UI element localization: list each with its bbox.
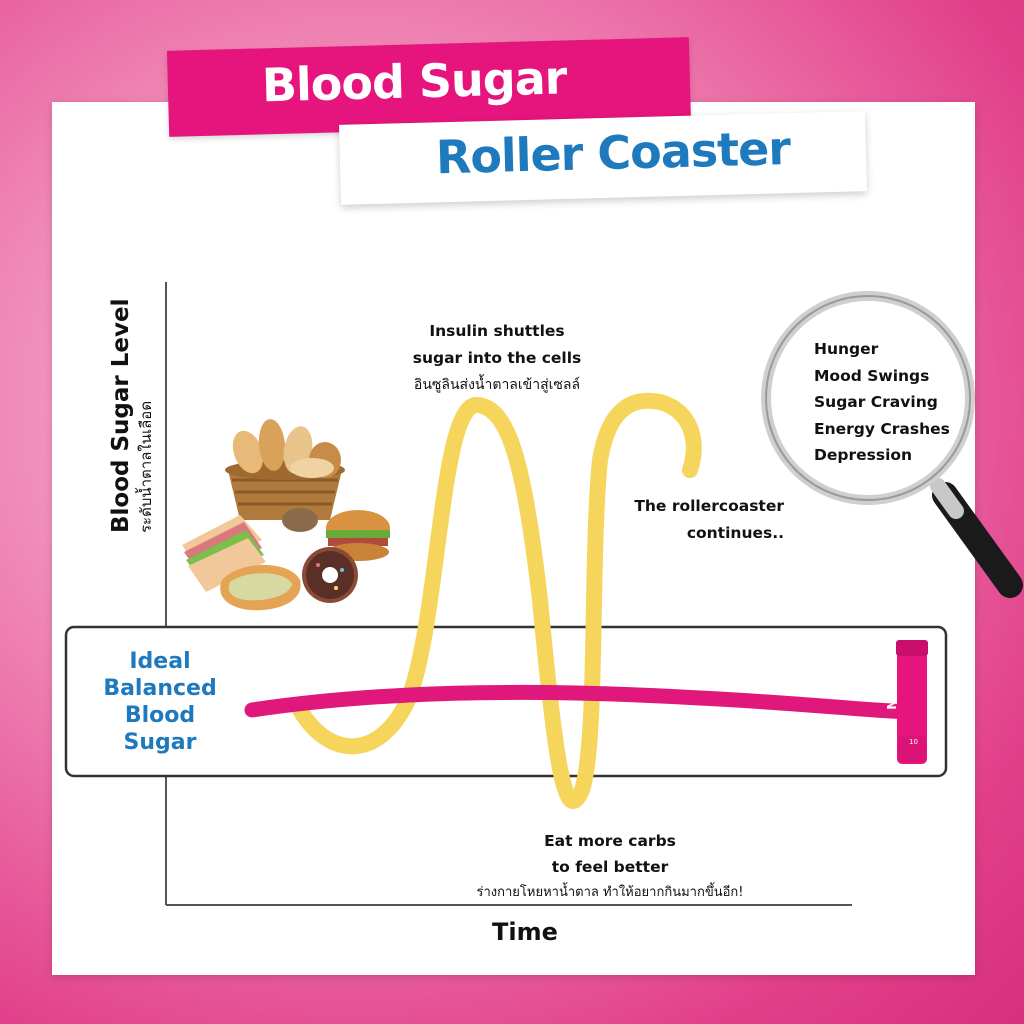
- carbs-line-1: Eat more carbs: [544, 832, 676, 850]
- rollercoaster-line-2: continues..: [686, 524, 784, 542]
- symptom-item: Hunger: [814, 340, 879, 358]
- y-axis-label-en: Blood Sugar Level: [108, 298, 134, 534]
- symptom-item: Mood Swings: [814, 366, 930, 385]
- ideal-line-2: Balanced: [103, 676, 217, 701]
- product-count: 10: [909, 738, 918, 746]
- insulin-line-2: sugar into the cells: [412, 349, 582, 367]
- insulin-annotation: Insulin shuttles sugar into the cells อิ…: [392, 318, 602, 399]
- symptom-list: Hunger Mood Swings Sugar Craving Energy …: [814, 336, 950, 469]
- carbs-line-2: to feel better: [551, 858, 669, 876]
- ideal-line-4: Sugar: [123, 730, 197, 755]
- balanced-sugar-line: [244, 684, 918, 720]
- symptom-item: Sugar Craving: [814, 393, 938, 411]
- symptom-item: Depression: [814, 446, 913, 464]
- carbs-line-th: ร่างกายโหยหาน้ำตาล ทำให้อยากกินมากขึ้นอี…: [476, 885, 744, 900]
- x-axis-label: Time: [492, 918, 558, 946]
- ideal-zone-label: Ideal Balanced Blood Sugar: [80, 648, 240, 756]
- ideal-line-1: Ideal: [129, 649, 191, 674]
- ideal-zone-box: [64, 625, 948, 778]
- carbs-annotation: Eat more carbs to feel better ร่างกายโหย…: [410, 828, 810, 906]
- product-tube-icon: [896, 640, 928, 764]
- y-axis-label-th: ระดับน้ำตาลในเลือด: [137, 400, 155, 533]
- product-brand: BEGIN: [884, 664, 898, 711]
- rollercoaster-line-1: The rollercoaster: [634, 497, 784, 515]
- rollercoaster-annotation: The rollercoaster continues..: [606, 493, 784, 547]
- ideal-line-3: Blood: [124, 703, 196, 728]
- insulin-line-1: Insulin shuttles: [429, 322, 565, 340]
- food-illustration-icon: [182, 419, 390, 611]
- symptom-item: Energy Crashes: [814, 419, 950, 438]
- y-axis-label: Blood Sugar Level ระดับน้ำตาลในเลือด: [108, 299, 158, 534]
- insulin-line-th: อินซูลินส่งน้ำตาลเข้าสู่เซลล์: [413, 377, 581, 393]
- magnifying-glass-icon: [761, 291, 1023, 598]
